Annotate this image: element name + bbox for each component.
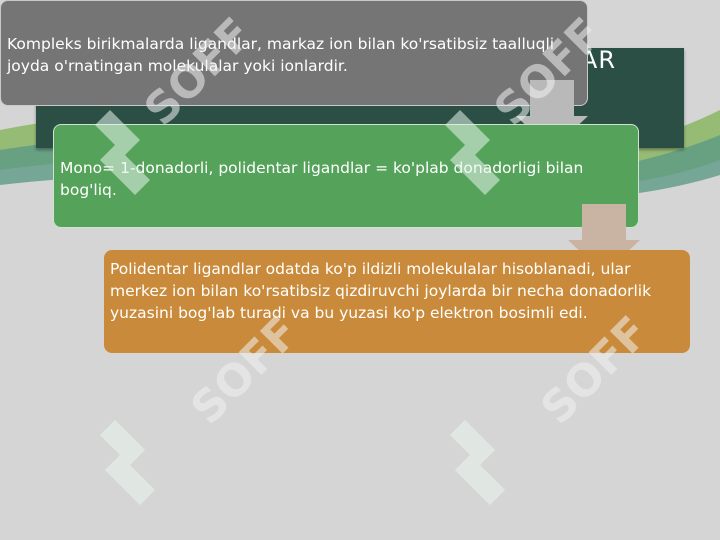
text-box-polidentar-text: Polidentar ligandlar odatda ko'p ildizli… [110, 260, 652, 322]
soff-watermark-mark [95, 110, 150, 195]
text-box-mono-poly-text: Mono= 1-donadorli, polidentar ligandlar … [60, 159, 584, 199]
soff-watermark-mark [445, 110, 500, 195]
text-box-mono-poly: Mono= 1-donadorli, polidentar ligandlar … [53, 124, 639, 228]
soff-watermark-logo: SOFF [135, 8, 262, 135]
text-box-definition-text: Kompleks birikmalarda ligandlar, markaz … [7, 35, 555, 75]
text-box-polidentar: Polidentar ligandlar odatda ko'p ildizli… [104, 250, 690, 353]
soff-watermark-mark [100, 420, 155, 505]
soff-watermark-logo: SOFF [181, 307, 308, 434]
soff-watermark-logo: SOFF [485, 8, 612, 135]
soff-watermark-logo: SOFF [531, 307, 658, 434]
text-box-definition: Kompleks birikmalarda ligandlar, markaz … [0, 0, 588, 106]
soff-watermark-mark [450, 420, 505, 505]
svg-text:SOFF: SOFF [181, 307, 308, 434]
svg-text:SOFF: SOFF [531, 307, 658, 434]
